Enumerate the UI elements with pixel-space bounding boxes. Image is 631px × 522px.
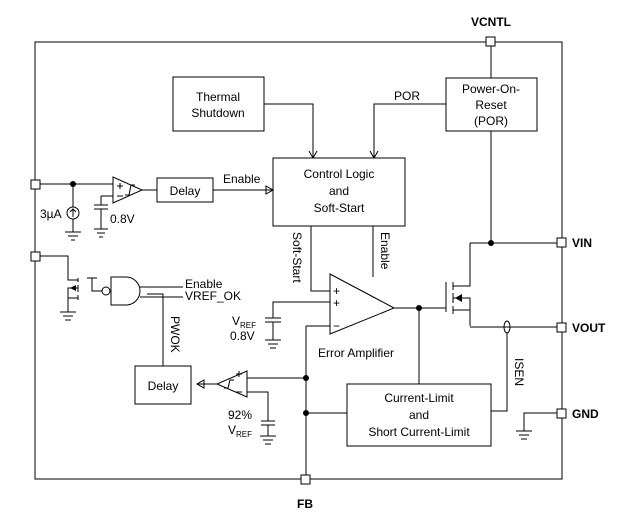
pwok-comparator (215, 370, 248, 398)
hysteresis-icon (125, 184, 135, 196)
pin-vcntl[interactable]: VCNTL (471, 15, 511, 47)
power-on-reset-block: Power-On- Reset (POR) (445, 77, 538, 132)
svg-text:VREF: VREF (228, 423, 252, 439)
current-source-label: 3µA (40, 207, 62, 221)
ground-icon (65, 231, 81, 241)
error-amplifier-label: Error Amplifier (318, 346, 394, 360)
svg-text:Power-On-: Power-On- (462, 82, 520, 96)
svg-text:Thermal: Thermal (196, 90, 240, 104)
pin-gnd-label: GND (572, 407, 599, 421)
soft-start-wire (310, 226, 330, 292)
gate-enable-label: Enable (185, 277, 223, 291)
svg-text:Soft-Start: Soft-Start (314, 201, 365, 215)
pin-vout[interactable]: VOUT (556, 321, 606, 335)
pwok-wire (147, 293, 164, 366)
svg-text:Control Logic: Control Logic (304, 167, 375, 181)
ground-icon (265, 339, 281, 349)
svg-text:Shutdown: Shutdown (191, 106, 244, 120)
svg-text:and: and (329, 184, 349, 198)
vref-ea-cap (265, 317, 281, 323)
pin-fb[interactable]: FB (297, 474, 313, 511)
pwok-label: PWOK (168, 316, 182, 353)
error-amplifier: + + − (329, 273, 396, 335)
ground-icon (516, 430, 532, 440)
hysteresis-icon (224, 379, 234, 389)
ground-icon (60, 311, 76, 321)
svg-text:Short Current-Limit: Short Current-Limit (368, 425, 470, 439)
svg-text:Delay: Delay (170, 184, 201, 198)
por-signal-label: POR (394, 89, 420, 103)
svg-text:Delay: Delay (148, 379, 179, 393)
soft-start-label: Soft-Start (290, 232, 304, 283)
isen-wire (491, 333, 508, 412)
ground-icon (260, 435, 276, 445)
vref-pg-label: VREF (228, 423, 252, 439)
pin-fb-label: FB (297, 497, 313, 511)
enable-arrow (265, 185, 275, 195)
thermal-to-control-wire (264, 103, 314, 158)
current-source-icon (66, 206, 80, 220)
nand-gate-icon (101, 276, 141, 306)
vref-ea-label: VREF (232, 314, 256, 330)
open-drain-mosfet-icon (40, 255, 79, 300)
ground-icon (94, 228, 108, 238)
enable-top-label: Enable (223, 172, 261, 186)
svg-text:and: and (409, 408, 429, 422)
svg-text:+: + (333, 284, 340, 298)
ref-08v-ea-label: 0.8V (230, 329, 255, 343)
current-limit-block: Current-Limit and Short Current-Limit (346, 383, 492, 447)
gate-vref-ok-label: VREF_OK (185, 289, 241, 303)
thermal-shutdown-block: Thermal Shutdown (172, 76, 265, 132)
svg-text:Reset: Reset (475, 98, 507, 112)
svg-text:VREF: VREF (232, 314, 256, 330)
pct-label: 92% (228, 408, 252, 422)
pin-vcntl-label: VCNTL (471, 15, 511, 29)
pwok-arrow (195, 379, 205, 389)
delay-block-top: Delay (156, 177, 214, 203)
enable-comparator (112, 176, 144, 204)
pin-vin-label: VIN (572, 236, 592, 250)
delay-block-bottom: Delay (134, 365, 192, 405)
pin-gnd[interactable]: GND (556, 407, 599, 421)
enable-vert-label: Enable (378, 232, 392, 270)
ref-08v-top-label: 0.8V (110, 212, 135, 226)
pin-pwok-left[interactable] (30, 251, 41, 262)
control-logic-block: Control Logic and Soft-Start (272, 157, 406, 227)
ref-cap-top (94, 204, 108, 210)
svg-text:Current-Limit: Current-Limit (384, 391, 454, 405)
vref-pg-cap (261, 420, 275, 426)
svg-text:(POR): (POR) (474, 114, 508, 128)
pin-vout-label: VOUT (572, 321, 606, 335)
pass-mosfet-icon (445, 243, 471, 326)
pin-enable-left[interactable] (30, 179, 41, 190)
por-to-control-wire (373, 103, 446, 158)
svg-text:+: + (333, 296, 340, 310)
isen-label: ISEN (512, 358, 526, 386)
svg-text:−: − (333, 319, 340, 333)
